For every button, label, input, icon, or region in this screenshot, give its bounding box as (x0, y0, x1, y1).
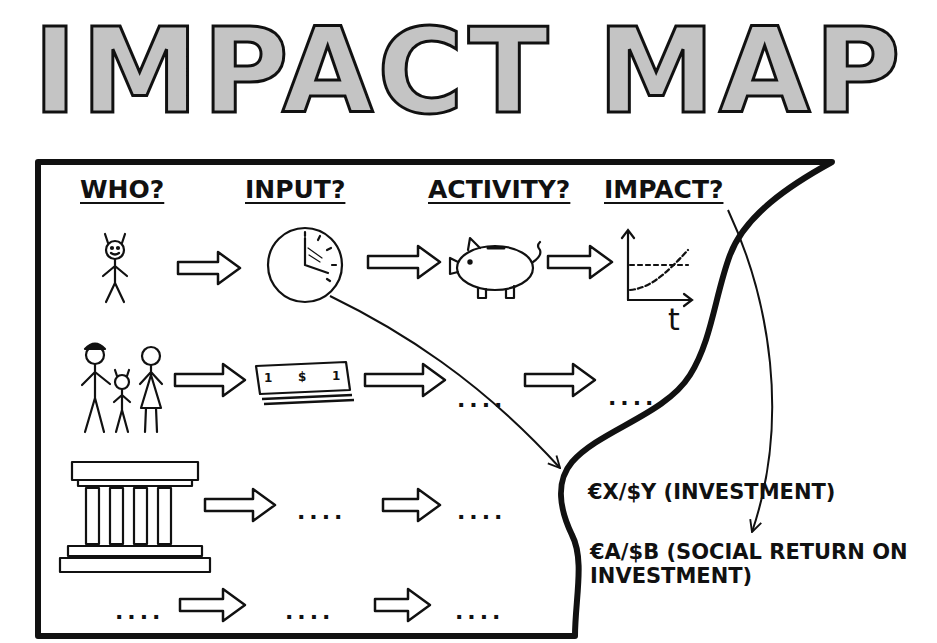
family-icon (82, 344, 162, 433)
placeholder-dots: .... (608, 385, 657, 410)
column-header: WHO? (80, 176, 164, 205)
column-header: ACTIVITY? (428, 176, 570, 205)
bill-symbol: $ (298, 371, 306, 385)
bill-number: 1 (332, 370, 340, 384)
person-icon (103, 234, 127, 302)
return-note: €A/$B (SOCIAL RETURN ON INVESTMENT) (590, 540, 925, 588)
placeholder-dots: .... (115, 599, 164, 624)
placeholder-dots: .... (457, 387, 506, 412)
placeholder-dots: .... (455, 599, 504, 624)
investment-note: €X/$Y (INVESTMENT) (588, 480, 835, 504)
bill-number: 1 (264, 372, 272, 386)
impact-graph (622, 230, 692, 306)
column-header: IMPACT? (604, 176, 723, 205)
building-icon (60, 462, 210, 572)
piggy-bank-icon (450, 238, 540, 298)
block-arrows (175, 246, 612, 621)
placeholder-dots: .... (457, 499, 506, 524)
column-header: INPUT? (245, 176, 345, 205)
investment-leader (330, 296, 560, 468)
money-bill-icon (256, 362, 354, 404)
diagram-title: IMPACT MAP (33, 12, 905, 130)
clock-icon (268, 228, 342, 302)
placeholder-dots: .... (285, 599, 334, 624)
axis-label: t (668, 303, 680, 338)
placeholder-dots: .... (297, 499, 346, 524)
